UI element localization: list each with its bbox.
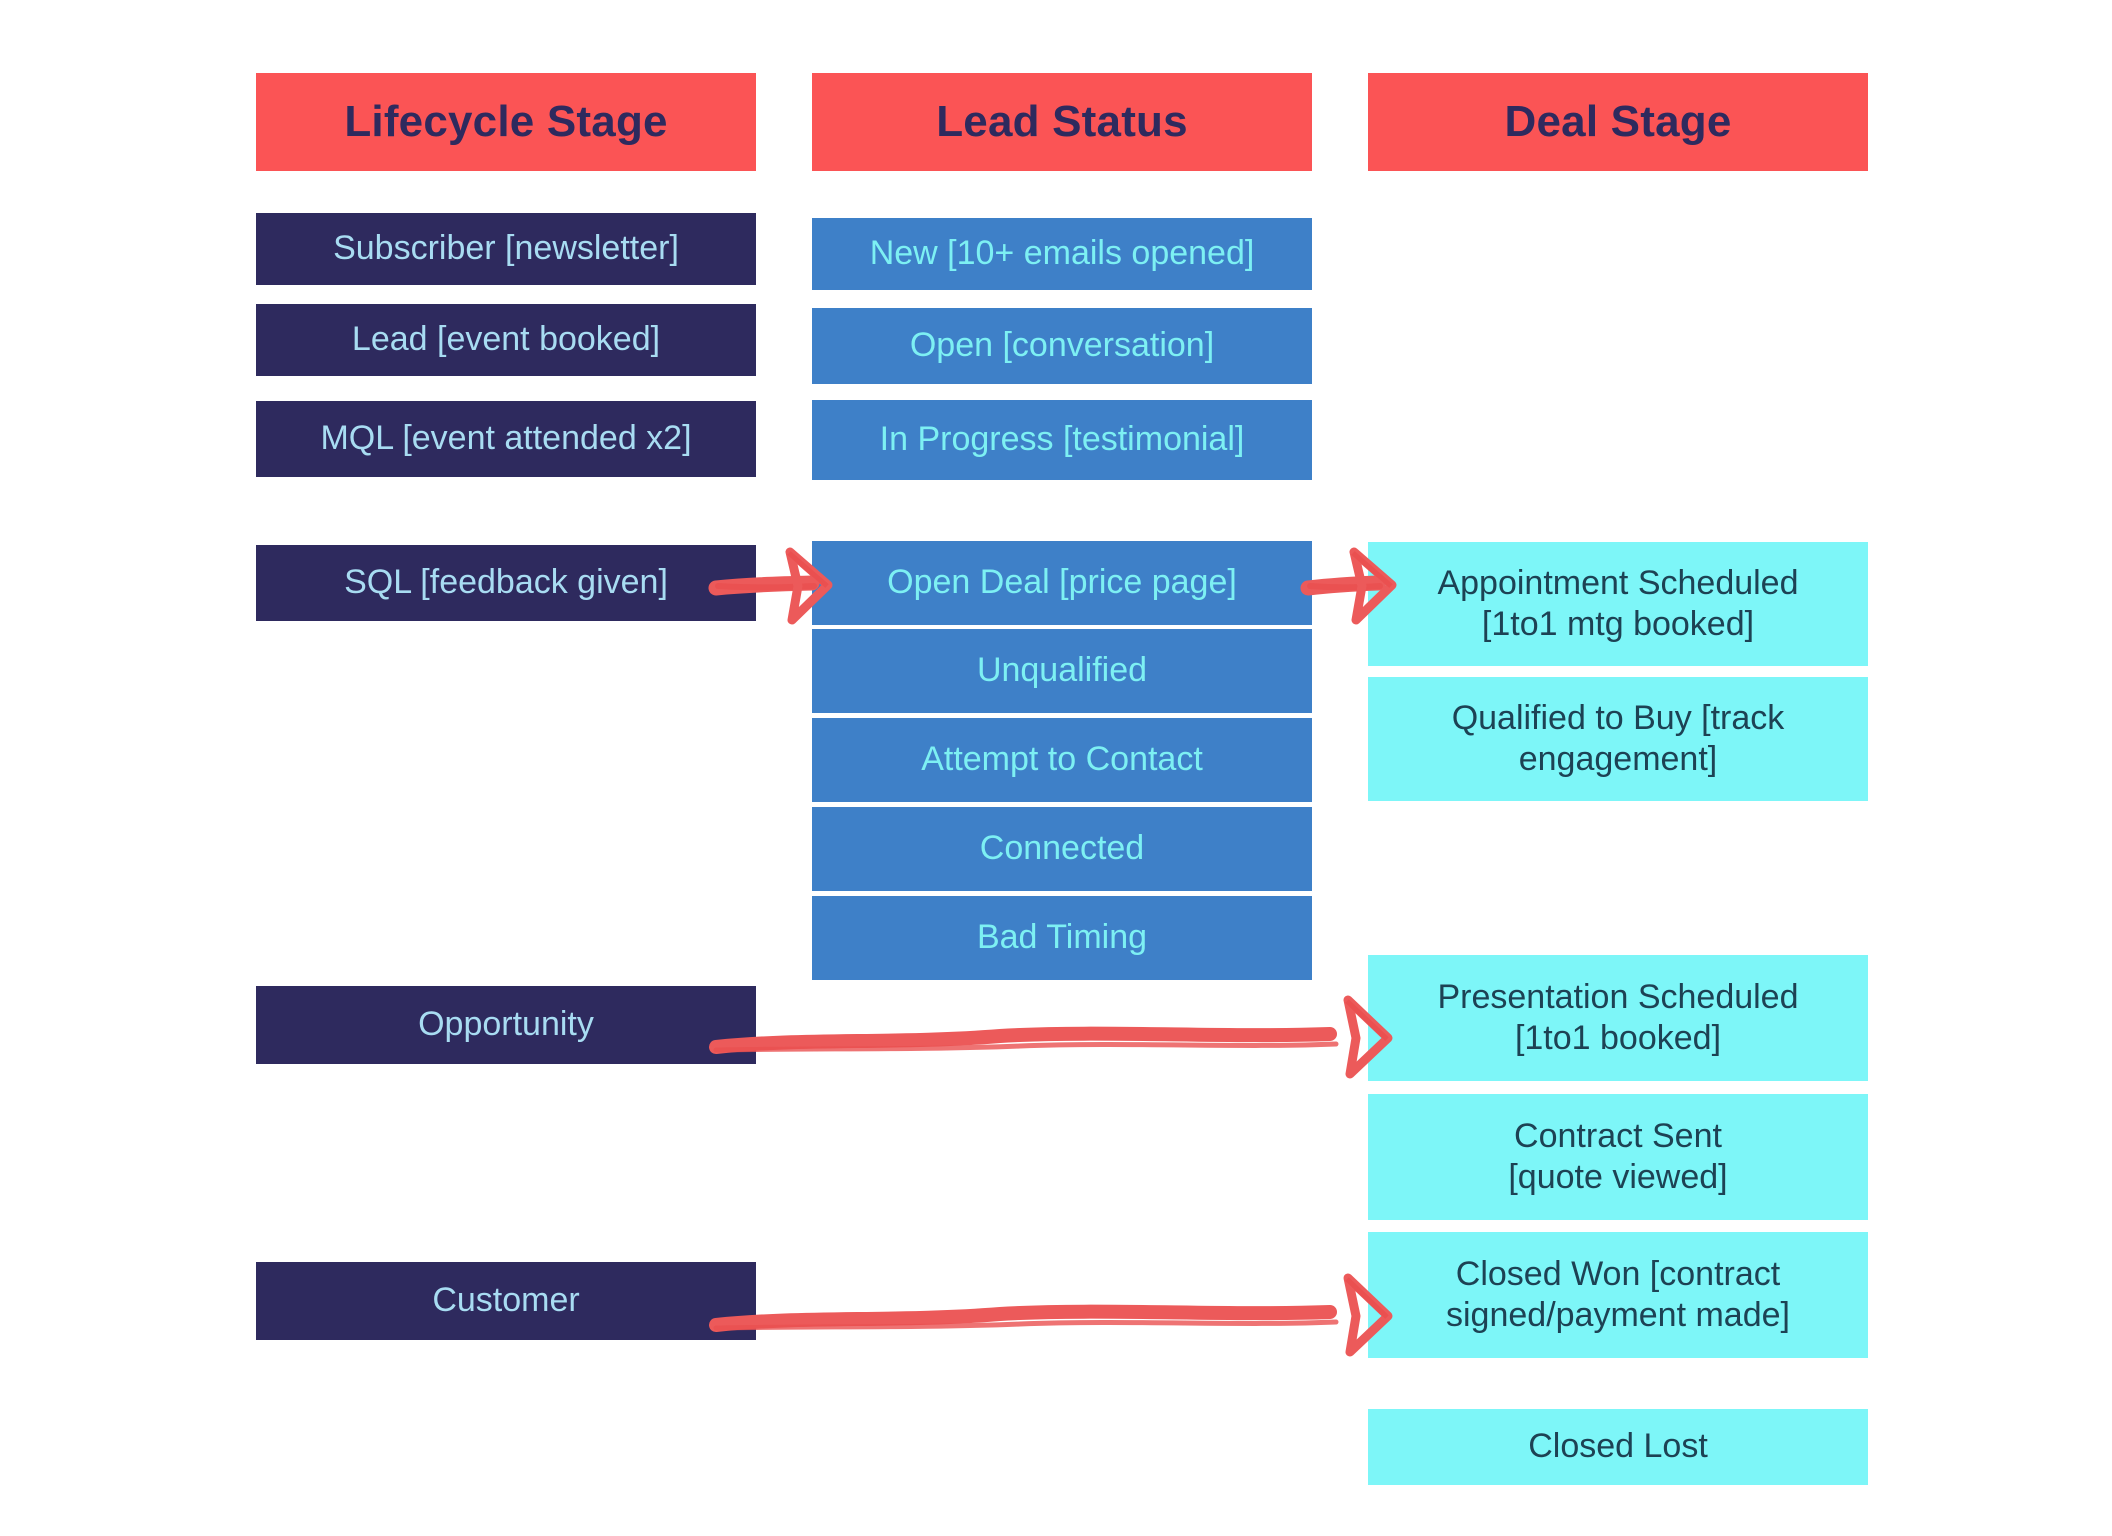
deal-stage-item-label: Appointment Scheduled [1to1 mtg booked] — [1437, 563, 1799, 643]
lead-status-item-open[interactable]: Open [conversation] — [812, 308, 1312, 384]
lifecycle-stage-item-opportunity[interactable]: Opportunity — [256, 986, 756, 1064]
lead-status-item-label: New [10+ emails opened] — [869, 234, 1255, 273]
lifecycle-stage-item-label: SQL [feedback given] — [344, 563, 668, 602]
lead-status-item-open-deal[interactable]: Open Deal [price page] — [812, 541, 1312, 625]
lifecycle-stage-item-label: MQL [event attended x2] — [320, 419, 692, 458]
lead-status-item-label: Open [conversation] — [909, 326, 1215, 365]
lead-status-item-label: Bad Timing — [976, 918, 1148, 957]
column-header-label: Lead Status — [936, 96, 1188, 146]
column-header-label: Deal Stage — [1504, 96, 1732, 146]
deal-stage-item-label: Closed Lost — [1528, 1427, 1708, 1466]
deal-stage-item-label: Contract Sent [quote viewed] — [1508, 1116, 1728, 1196]
lifecycle-stage-item-subscriber[interactable]: Subscriber [newsletter] — [256, 213, 756, 285]
lead-status-item-attempt-to-contact[interactable]: Attempt to Contact — [812, 718, 1312, 802]
lifecycle-stage-item-lead[interactable]: Lead [event booked] — [256, 304, 756, 376]
column-header-lead-status: Lead Status — [812, 73, 1312, 171]
lifecycle-stage-item-label: Subscriber [newsletter] — [333, 229, 679, 268]
lead-status-item-unqualified[interactable]: Unqualified — [812, 629, 1312, 713]
lead-status-item-in-progress[interactable]: In Progress [testimonial] — [812, 400, 1312, 480]
deal-stage-item-label: Qualified to Buy [track engagement] — [1451, 698, 1785, 778]
arrow-opportunity-to-presentation-scheduled — [709, 995, 1393, 1079]
column-header-label: Lifecycle Stage — [344, 96, 668, 146]
lifecycle-stage-item-label: Lead [event booked] — [351, 320, 661, 359]
deal-stage-item-closed-lost[interactable]: Closed Lost — [1368, 1409, 1868, 1485]
lifecycle-stage-item-sql[interactable]: SQL [feedback given] — [256, 545, 756, 621]
arrow-customer-to-closed-won — [709, 1273, 1393, 1357]
column-header-lifecycle-stage: Lifecycle Stage — [256, 73, 756, 171]
lead-status-item-bad-timing[interactable]: Bad Timing — [812, 896, 1312, 980]
column-header-deal-stage: Deal Stage — [1368, 73, 1868, 171]
lifecycle-stage-item-customer[interactable]: Customer — [256, 1262, 756, 1340]
lead-status-item-label: Unqualified — [976, 651, 1148, 690]
lifecycle-stage-item-label: Opportunity — [418, 1005, 594, 1044]
lead-status-item-new[interactable]: New [10+ emails opened] — [812, 218, 1312, 290]
lead-status-item-label: Open Deal [price page] — [887, 563, 1237, 602]
deal-stage-item-label: Presentation Scheduled [1to1 booked] — [1437, 977, 1799, 1057]
lifecycle-stage-item-mql[interactable]: MQL [event attended x2] — [256, 401, 756, 477]
lead-status-item-connected[interactable]: Connected — [812, 807, 1312, 891]
deal-stage-item-contract-sent[interactable]: Contract Sent [quote viewed] — [1368, 1094, 1868, 1220]
lifecycle-stage-item-label: Customer — [432, 1281, 580, 1320]
deal-stage-item-presentation-scheduled[interactable]: Presentation Scheduled [1to1 booked] — [1368, 955, 1868, 1081]
lead-status-item-label: Attempt to Contact — [921, 740, 1203, 779]
lead-status-item-label: Connected — [979, 829, 1145, 868]
deal-stage-item-qualified-to-buy[interactable]: Qualified to Buy [track engagement] — [1368, 677, 1868, 801]
deal-stage-item-closed-won[interactable]: Closed Won [contract signed/payment made… — [1368, 1232, 1868, 1358]
lead-status-item-label: In Progress [testimonial] — [879, 420, 1245, 459]
deal-stage-item-label: Closed Won [contract signed/payment made… — [1446, 1254, 1790, 1334]
deal-stage-item-appointment-scheduled[interactable]: Appointment Scheduled [1to1 mtg booked] — [1368, 542, 1868, 666]
